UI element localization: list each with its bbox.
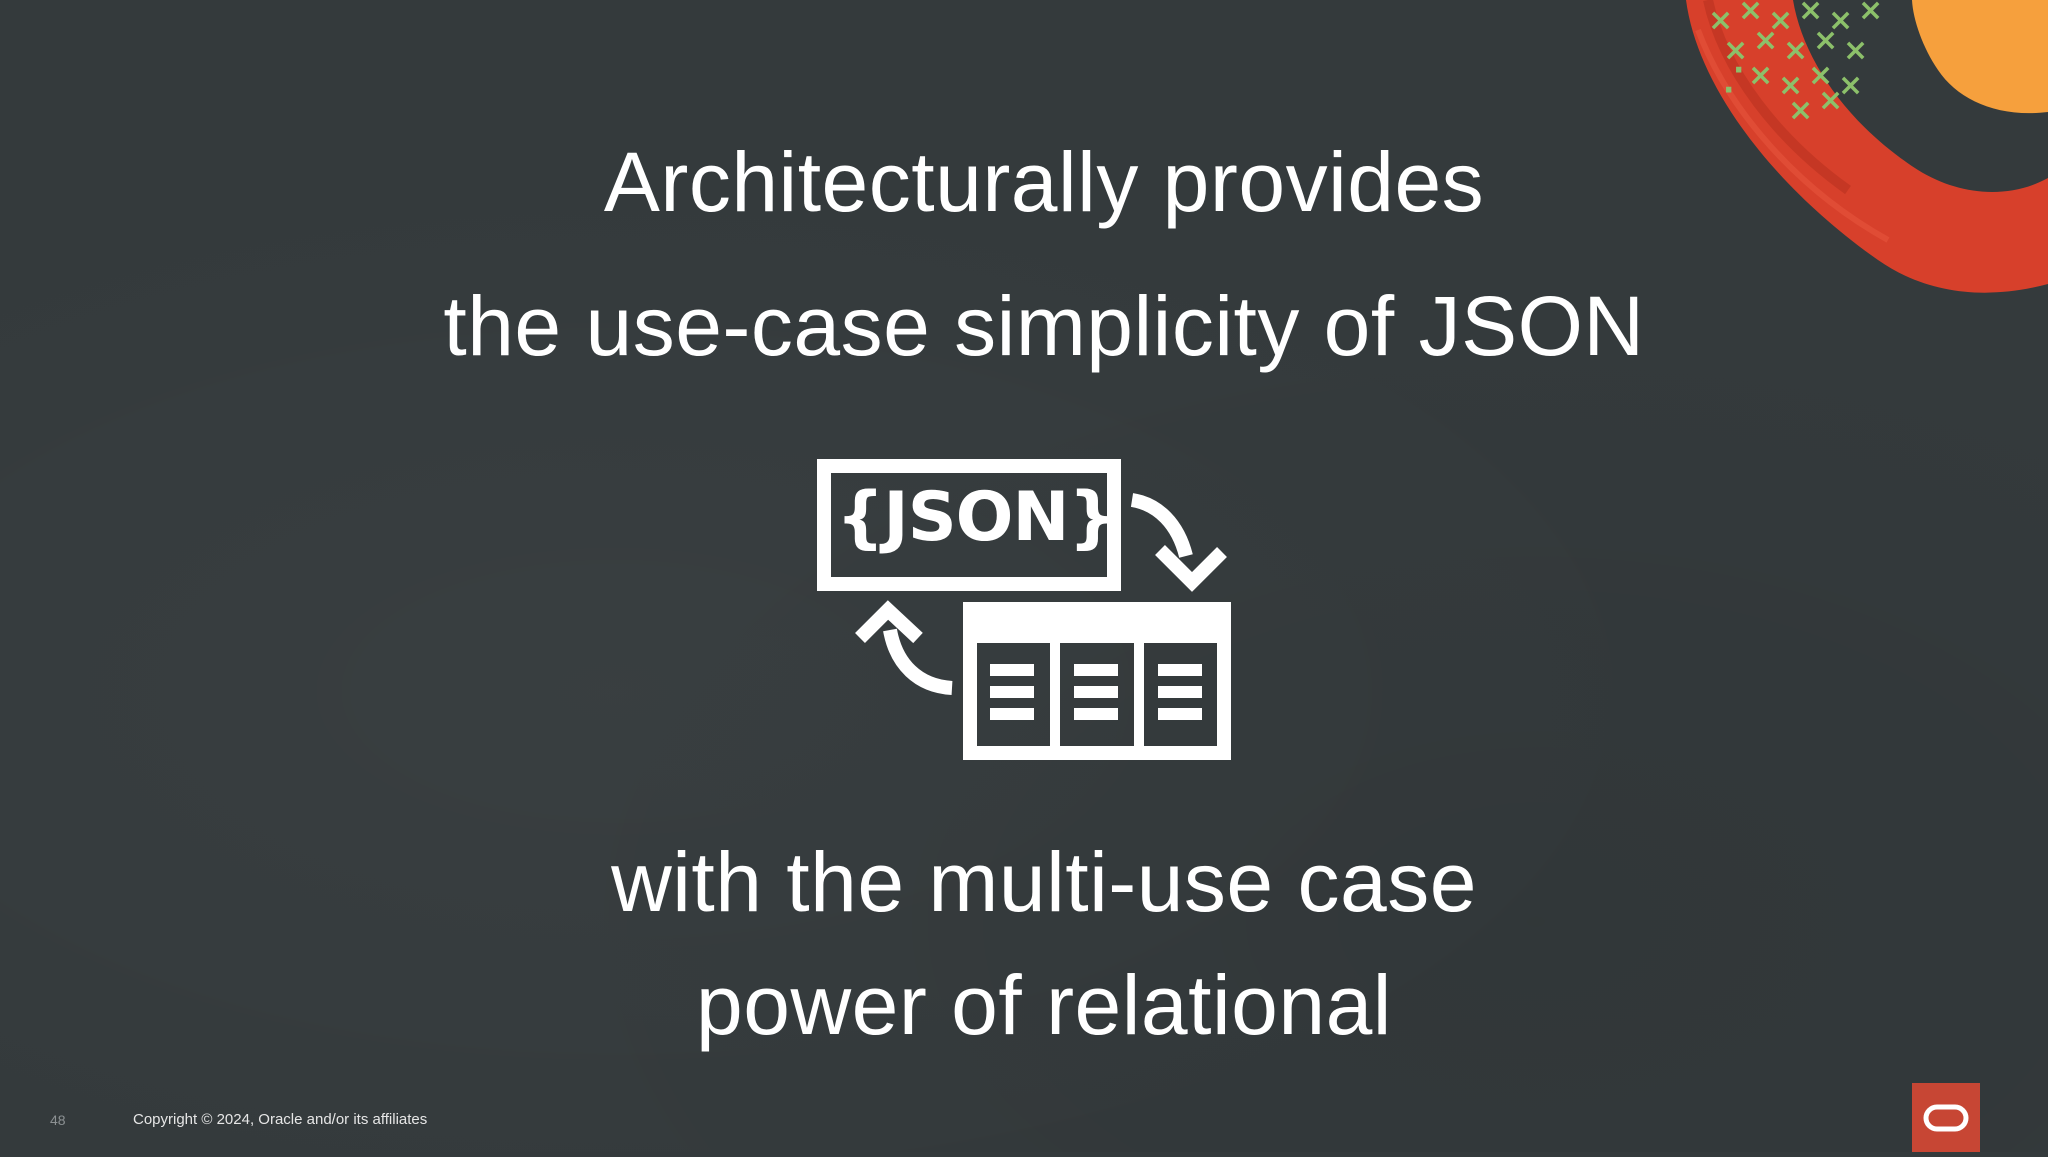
title-line-4: power of relational [696, 958, 1392, 1052]
svg-text:×: × [1708, 3, 1733, 38]
json-label: {JSON} [836, 478, 1117, 557]
svg-text:×: × [1858, 0, 1883, 28]
svg-text:×: × [1828, 3, 1853, 38]
relational-table-icon [963, 602, 1231, 760]
arrow-curved-down-icon [1130, 493, 1227, 592]
svg-text:×: × [1738, 0, 1763, 28]
decorative-corner-graphic: × × × × × × × × × × × × × × × × × · · [1686, 0, 2048, 293]
svg-text:×: × [1813, 23, 1838, 58]
json-relational-diagram [817, 459, 1231, 760]
oracle-logo [1912, 1083, 1980, 1152]
svg-text:×: × [1783, 33, 1808, 68]
json-relational-icon: {JSON} [808, 452, 1236, 764]
svg-text:×: × [1788, 93, 1813, 128]
svg-text:·: · [1733, 53, 1744, 88]
svg-text:×: × [1838, 68, 1863, 103]
title-line-3: with the multi-use case [611, 835, 1477, 929]
svg-text:×: × [1798, 0, 1823, 28]
svg-text:×: × [1723, 33, 1748, 68]
json-document-icon [817, 459, 1121, 591]
svg-text:×: × [1818, 83, 1843, 118]
svg-text:×: × [1808, 58, 1833, 93]
svg-text:×: × [1753, 23, 1778, 58]
svg-text:×: × [1768, 3, 1793, 38]
svg-text:·: · [1723, 73, 1734, 108]
page-number: 48 [50, 1112, 66, 1128]
title-line-1: Architecturally provides [603, 135, 1485, 229]
oracle-logo-icon [1923, 1104, 1969, 1132]
svg-text:×: × [1843, 33, 1868, 68]
svg-text:×: × [1748, 58, 1773, 93]
title-line-2: the use-case simplicity of JSON [443, 279, 1645, 373]
copyright-notice: Copyright © 2024, Oracle and/or its affi… [133, 1111, 428, 1128]
svg-text:×: × [1778, 68, 1803, 103]
arrow-curved-up-icon [855, 600, 953, 695]
